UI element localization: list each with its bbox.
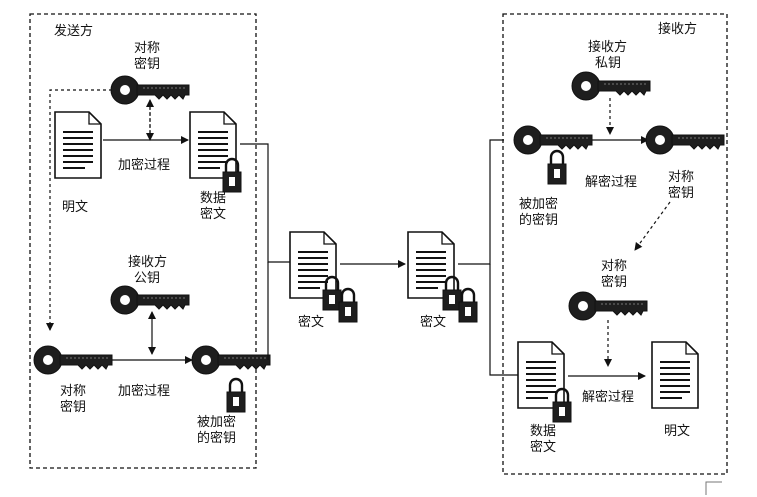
sym-key-icon-bottom <box>33 345 113 375</box>
recv-privkey-icon <box>571 71 651 101</box>
document-icon-plaintext <box>54 111 102 179</box>
document-icon-plaintext-receiver <box>651 341 699 409</box>
enc-key-sender-label-2: 的密钥 <box>197 431 237 446</box>
encrypt-process-top-label: 加密过程 <box>118 158 171 173</box>
corner-mark <box>705 481 722 495</box>
sym-key-mid-label-1: 对称 <box>601 259 628 274</box>
sym-key-right-label-1: 对称 <box>668 170 695 185</box>
document-icon-data-cipher <box>189 111 237 179</box>
sender-panel <box>29 13 257 469</box>
sym-key-icon-top <box>110 75 190 105</box>
sym-key-bottom-label-2: 密钥 <box>60 400 87 415</box>
padlock-icon-cipher-right-2 <box>457 287 479 324</box>
recv-pubkey-label-1: 接收方 <box>128 255 168 270</box>
padlock-icon-enc-key-sender <box>225 377 247 414</box>
data-cipher-receiver-label-1: 数据 <box>530 424 557 439</box>
enc-key-icon-receiver <box>513 125 593 155</box>
encrypt-process-bottom-label: 加密过程 <box>118 384 171 399</box>
enc-key-receiver-label-1: 被加密 <box>519 197 559 212</box>
cipher-left-label: 密文 <box>298 315 325 330</box>
decrypt-process-bottom-label: 解密过程 <box>582 390 635 405</box>
sym-key-icon-receiver-right <box>645 125 725 155</box>
recv-pubkey-icon <box>110 285 190 315</box>
decrypt-process-top-label: 解密过程 <box>585 175 638 190</box>
recv-pubkey-label-2: 公钥 <box>134 271 161 286</box>
receiver-title: 接收方 <box>658 22 698 37</box>
sym-key-top-label-2: 密钥 <box>134 57 161 72</box>
data-cipher-label-2: 密文 <box>200 207 227 222</box>
sym-key-icon-receiver-mid <box>568 291 648 321</box>
plaintext-label: 明文 <box>62 200 89 215</box>
connector-middle-to-receiver <box>458 139 504 265</box>
connector-data-to-middle <box>240 143 290 263</box>
enc-key-sender-label-1: 被加密 <box>197 415 237 430</box>
sym-key-right-label-2: 密钥 <box>668 186 695 201</box>
plaintext-receiver-label: 明文 <box>664 424 691 439</box>
padlock-icon-enc-key-receiver <box>546 149 568 186</box>
sender-title: 发送方 <box>54 24 94 39</box>
enc-key-icon-sender <box>191 345 271 375</box>
receiver-panel <box>502 13 728 475</box>
recv-privkey-label-1: 接收方 <box>588 40 628 55</box>
padlock-icon-cipher-left-2 <box>337 287 359 324</box>
data-cipher-receiver-label-2: 密文 <box>530 440 557 455</box>
data-cipher-label-1: 数据 <box>200 191 227 206</box>
dashed-arrow-symkey-diagonal <box>634 201 671 251</box>
sym-key-top-label-1: 对称 <box>134 41 161 56</box>
cipher-right-label: 密文 <box>420 315 447 330</box>
enc-key-receiver-label-2: 的密钥 <box>519 213 559 228</box>
connector-middle-to-receiver-bottom <box>489 264 518 376</box>
document-icon-cipher-left <box>289 231 337 299</box>
sym-key-bottom-label-1: 对称 <box>60 384 87 399</box>
sym-key-mid-label-2: 密钥 <box>601 275 628 290</box>
sender-key-dashed-path <box>46 89 112 331</box>
recv-privkey-label-2: 私钥 <box>595 56 622 71</box>
